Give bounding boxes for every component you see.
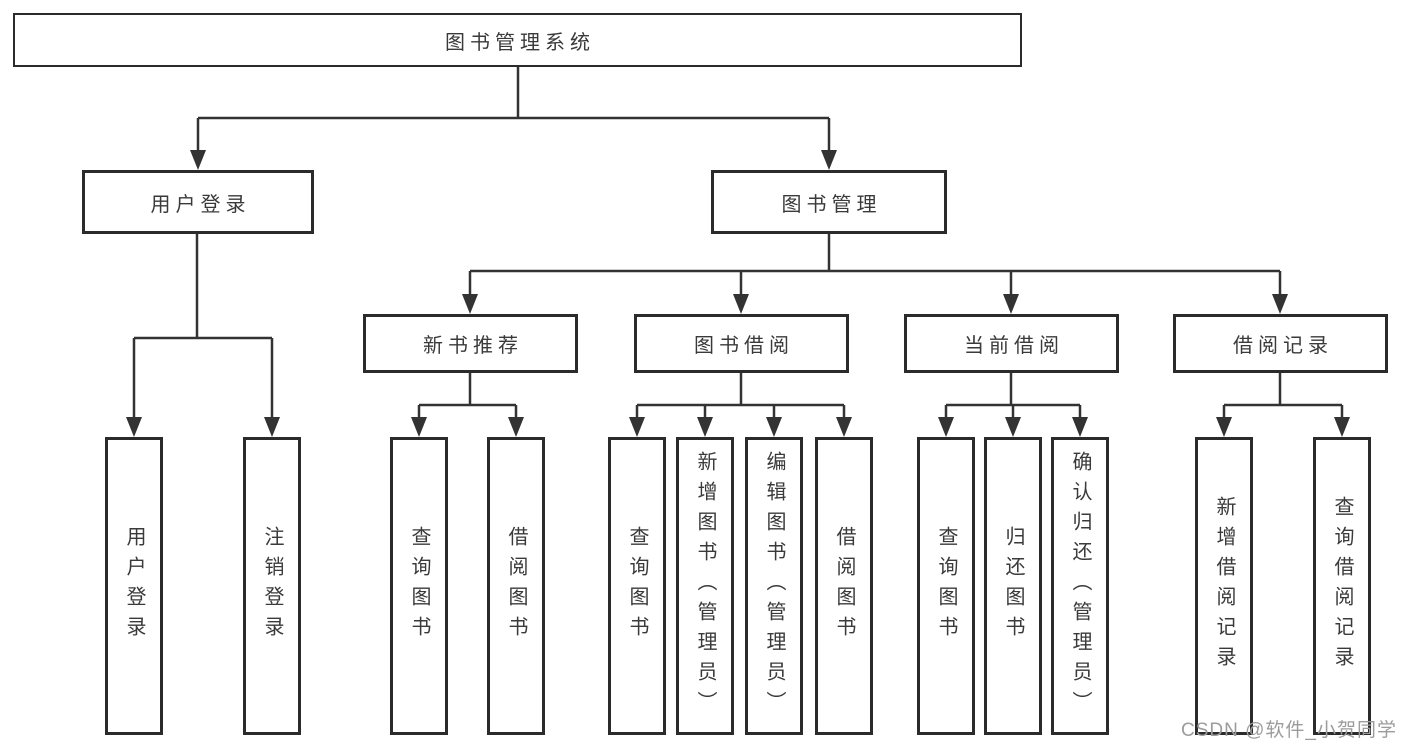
leaf-add-borrow-record: 新增借阅记录 (1195, 437, 1253, 735)
leaf-edit-book-admin-label: 编辑图书（管理员） (763, 451, 785, 721)
node-book-borrowing: 图书借阅 (634, 314, 849, 373)
leaf-user-login-label: 用户登录 (123, 526, 145, 646)
leaf-add-book-admin-label: 新增图书（管理员） (694, 451, 716, 721)
node-user-login-label: 用户登录 (150, 193, 251, 216)
leaf-confirm-return-admin-label: 确认归还（管理员） (1069, 451, 1091, 721)
node-book-management-label: 图书管理 (781, 193, 882, 216)
leaf-confirm-return-admin: 确认归还（管理员） (1051, 437, 1109, 735)
node-borrowing-records-label: 借阅记录 (1233, 335, 1333, 357)
leaf-borrow-books-recommend-label: 借阅图书 (505, 526, 527, 646)
leaf-query-borrow-record-label: 查询借阅记录 (1331, 496, 1353, 676)
leaf-logout: 注销登录 (243, 437, 301, 735)
leaf-query-borrow-record: 查询借阅记录 (1313, 437, 1371, 735)
leaf-add-book-admin: 新增图书（管理员） (676, 437, 734, 735)
leaf-query-books-borrow: 查询图书 (608, 437, 666, 735)
leaf-add-borrow-record-label: 新增借阅记录 (1213, 496, 1235, 676)
node-user-login: 用户登录 (82, 170, 314, 234)
leaf-query-books-current: 查询图书 (917, 437, 975, 735)
node-book-borrowing-label: 图书借阅 (694, 335, 794, 357)
node-current-borrowing: 当前借阅 (904, 314, 1119, 373)
leaf-query-books-recommend-label: 查询图书 (408, 526, 430, 646)
leaf-query-books-recommend: 查询图书 (390, 437, 448, 735)
leaf-borrow-books-label: 借阅图书 (833, 526, 855, 646)
leaf-return-book-label: 归还图书 (1002, 526, 1024, 646)
leaf-borrow-books: 借阅图书 (815, 437, 873, 735)
leaf-user-login: 用户登录 (105, 437, 163, 735)
leaf-borrow-books-recommend: 借阅图书 (487, 437, 545, 735)
node-root: 图书管理系统 (13, 13, 1022, 67)
node-root-label: 图书管理系统 (445, 31, 595, 54)
node-new-book-recommend: 新书推荐 (363, 314, 578, 373)
leaf-return-book: 归还图书 (984, 437, 1042, 735)
csdn-watermark: CSDN @软件_小贺同学 (1181, 720, 1397, 741)
node-book-management: 图书管理 (711, 170, 947, 234)
leaf-edit-book-admin: 编辑图书（管理员） (745, 437, 803, 735)
node-borrowing-records: 借阅记录 (1173, 314, 1388, 373)
node-current-borrowing-label: 当前借阅 (964, 335, 1064, 357)
leaf-query-books-current-label: 查询图书 (935, 526, 957, 646)
leaf-query-books-borrow-label: 查询图书 (626, 526, 648, 646)
node-new-book-recommend-label: 新书推荐 (423, 335, 523, 357)
leaf-logout-label: 注销登录 (261, 526, 283, 646)
